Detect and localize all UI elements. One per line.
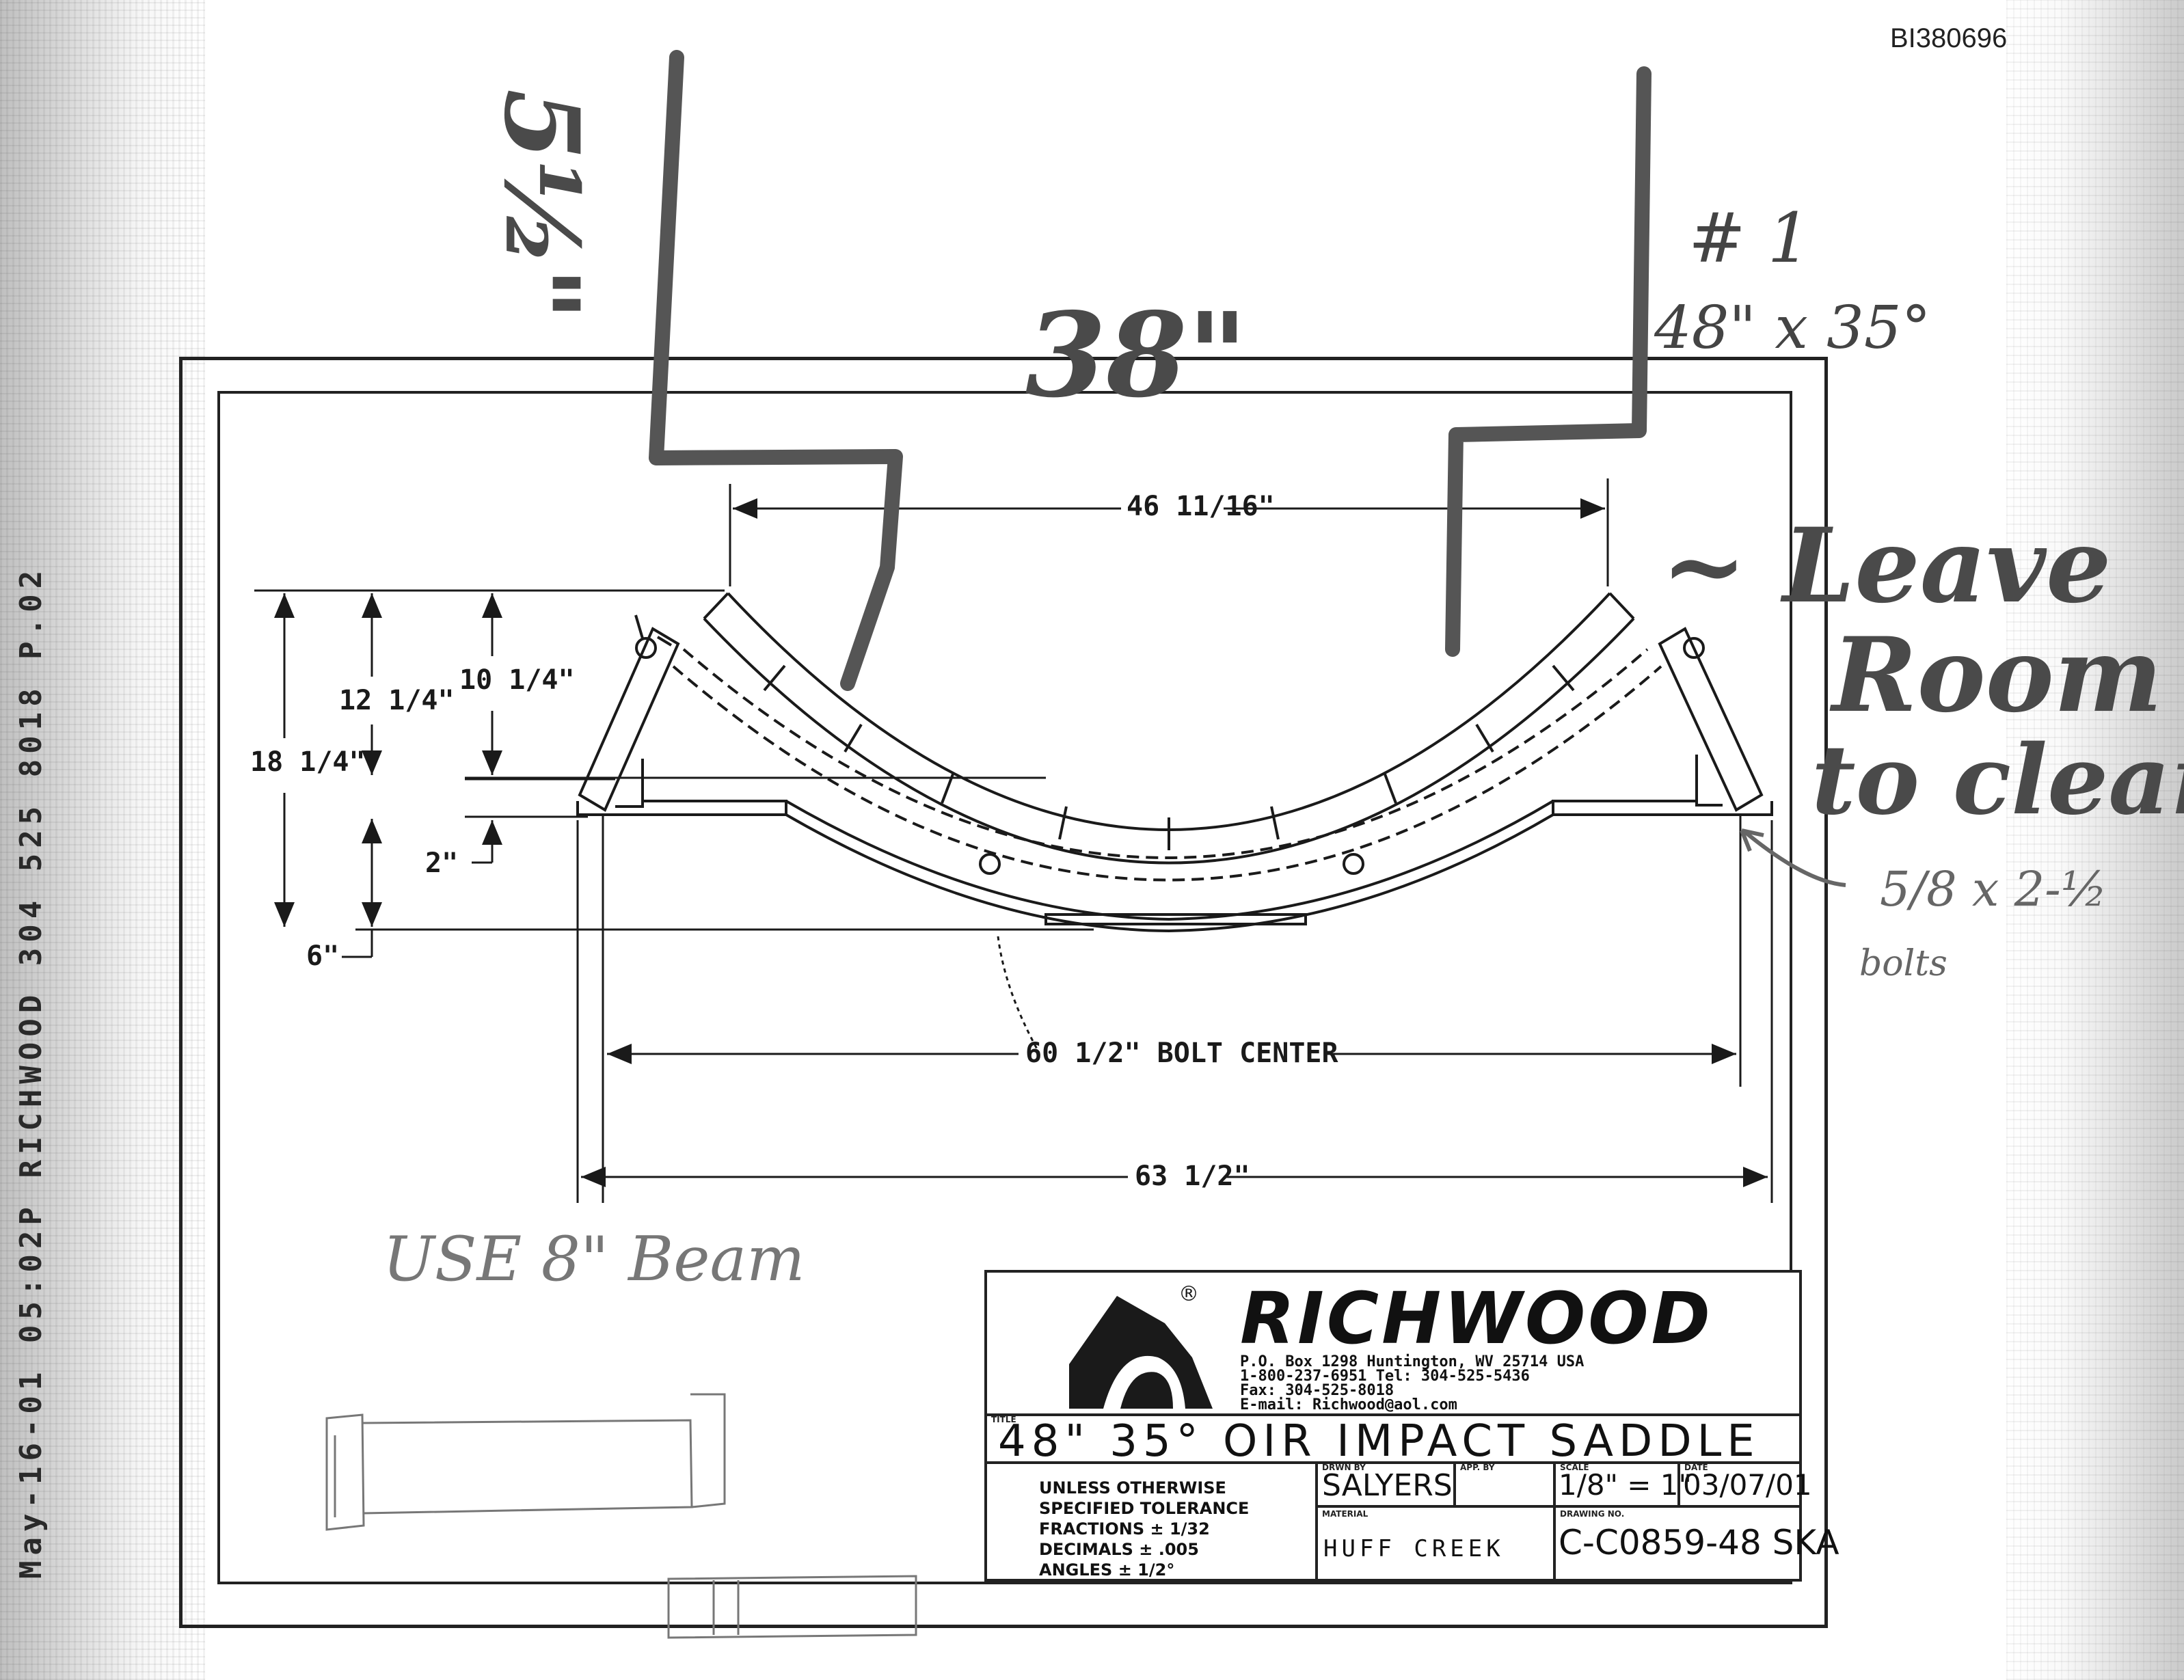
side-roll-right (1658, 627, 1764, 812)
drawn-by-cell: DRWN BY SALYERS (1315, 1461, 1553, 1508)
title-row: TITLE 48" 35° OIR IMPACT SADDLE (987, 1413, 1799, 1467)
drawing-title: 48" 35° OIR IMPACT SADDLE (998, 1416, 1760, 1467)
scale-label: SCALE (1560, 1463, 1589, 1472)
impact-bar-arc (672, 592, 1662, 882)
company-contact: P.O. Box 1298 Huntington, WV 25714 USA 1… (1240, 1353, 1585, 1413)
date-value: 03/07/01 (1683, 1468, 1812, 1502)
title-block-logo-row: ® RICHWOOD P.O. Box 1298 Huntington, WV … (987, 1273, 1799, 1416)
handwritten-belt-spec: 48" x 35° (1654, 294, 1931, 362)
dim-base-offset: 2" (425, 848, 459, 879)
handwritten-bolt-note-2: bolts (1859, 943, 1947, 984)
handwritten-beam-note: USE 8" Beam (383, 1223, 805, 1295)
document-id: BI380696 (1890, 23, 2008, 53)
tolerance-line-1: UNLESS OTHERWISE (1039, 1478, 1226, 1498)
material-cell: MATERIAL HUFF CREEK (1315, 1508, 1553, 1579)
handwritten-item-number: # 1 (1688, 198, 1811, 278)
side-roll-left (578, 614, 680, 812)
registered-mark: ® (1178, 1282, 1199, 1306)
tolerance-notes: UNLESS OTHERWISE SPECIFIED TOLERANCE FRA… (1039, 1478, 1249, 1580)
handwritten-arrow (1740, 828, 1846, 887)
handwritten-note-line3: to clean (1811, 724, 2184, 837)
drawing-frame-inner (217, 391, 1792, 1584)
saddle-frame (576, 755, 1773, 933)
approved-by-cell: APP. BY (1453, 1461, 1553, 1508)
dim-height-mid: 12 1/4" (339, 685, 455, 716)
handwritten-bolt-note: 5/8 x 2-½ (1880, 861, 2107, 917)
material-value: HUFF CREEK (1323, 1535, 1505, 1562)
beam-sketch-bottom (667, 1575, 917, 1639)
dim-height-overall: 18 1/4" (250, 746, 366, 778)
beam-sketch-top (325, 1393, 726, 1531)
address-line-4: E-mail: Richwood@aol.com (1240, 1396, 1457, 1413)
dimension-lines (274, 498, 1768, 1187)
date-label: DATE (1684, 1463, 1708, 1472)
tolerance-line-5: ANGLES ± 1/2° (1039, 1560, 1175, 1580)
dim-overall-width: 63 1/2" (1135, 1161, 1250, 1192)
title-block: ® RICHWOOD P.O. Box 1298 Huntington, WV … (984, 1270, 1839, 1582)
address-line-1: P.O. Box 1298 Huntington, WV 25714 USA (1240, 1353, 1585, 1370)
approved-by-label: APP. BY (1460, 1463, 1495, 1472)
handwritten-note-line2: Room (1832, 615, 2163, 735)
tolerance-line-2: SPECIFIED TOLERANCE (1039, 1499, 1250, 1518)
dim-height-trough: 10 1/4" (459, 664, 575, 696)
handwritten-bracket-lines (649, 50, 1652, 691)
scale-cell: SCALE 1/8" = 1" (1553, 1461, 1692, 1508)
address-line-3: Fax: 304-525-8018 (1240, 1382, 1394, 1399)
drawing-number-cell: DRAWING NO. C-C0859-48 SKA (1553, 1508, 1839, 1579)
dim-bolt-center: 60 1/2" BOLT CENTER (1025, 1038, 1338, 1069)
handwritten-note-line1: ~ Leave (1661, 506, 2112, 626)
drawn-by-label: DRWN BY (1322, 1463, 1366, 1472)
richwood-logo-icon (1069, 1296, 1213, 1409)
drawn-by-value: SALYERS (1322, 1468, 1453, 1503)
tolerance-line-3: FRACTIONS ± 1/32 (1039, 1519, 1210, 1539)
title-label: TITLE (991, 1415, 1016, 1424)
handwritten-top-left: 5½" (481, 89, 602, 321)
tolerance-line-4: DECIMALS ± .005 (1039, 1540, 1199, 1559)
fax-noise-right (2006, 0, 2184, 1680)
extension-lines (254, 478, 1773, 1203)
fax-noise-left (0, 0, 205, 1680)
address-line-2: 1-800-237-6951 Tel: 304-525-5436 (1240, 1368, 1530, 1385)
dim-top-width: 46 11/16" (1127, 491, 1275, 522)
date-cell: DATE 03/07/01 (1677, 1461, 1812, 1508)
material-label: MATERIAL (1322, 1509, 1369, 1519)
scale-value: 1/8" = 1" (1559, 1468, 1692, 1502)
handwritten-center-width: 38" (1025, 287, 1248, 424)
drawing-frame-outer (179, 357, 1828, 1628)
drawing-number-value: C-C0859-48 SKA (1559, 1523, 1839, 1562)
drawing-number-label: DRAWING NO. (1560, 1509, 1625, 1519)
company-name: RICHWOOD (1240, 1277, 1714, 1360)
dim-base-depth: 6" (306, 940, 340, 972)
